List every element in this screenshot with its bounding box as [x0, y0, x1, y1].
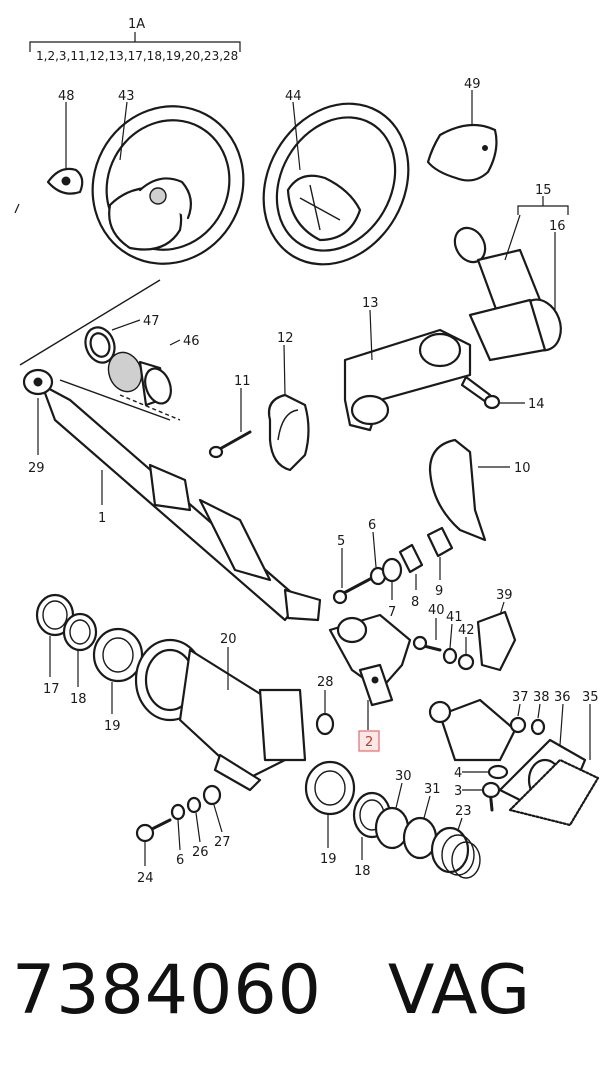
label-29: 29: [28, 461, 45, 476]
part-40-bolt: [412, 618, 442, 652]
part-2-universal-joint: [328, 613, 412, 752]
part-42-nut: [457, 637, 475, 671]
label-10: 10: [514, 461, 531, 476]
part-43-steering-wheel: [91, 101, 245, 265]
part-23-spring: [430, 817, 481, 879]
part-3-bolt: [462, 781, 501, 812]
label-30: 30: [395, 769, 412, 784]
part-38-washer: [530, 703, 546, 736]
part-24-bolt: [135, 818, 172, 866]
part-19-bearing-lower: [304, 760, 356, 848]
steering-column-exploded-diagram: 1A 1,2,3,11,12,13,17,18,19,20,23,28: [14, 17, 600, 886]
part-4-clamp-nut: [462, 764, 509, 780]
label-38: 38: [533, 690, 550, 705]
group-parts-list: 1,2,3,11,12,13,17,18,19,20,23,28: [36, 49, 238, 63]
part-9-sleeve: [426, 526, 454, 580]
label-28: 28: [317, 675, 334, 690]
brand-name: VAG: [387, 950, 532, 1030]
group-bracket-1a: 1A 1,2,3,11,12,13,17,18,19,20,23,28: [29, 17, 241, 63]
label-15: 15: [535, 183, 552, 198]
part-46-bearing: [107, 339, 181, 421]
part-7-bushing: [381, 557, 403, 600]
part-8-bushing: [398, 543, 424, 590]
label-44: 44: [285, 89, 302, 104]
label-6-lower: 6: [176, 853, 184, 868]
part-49-cover: [426, 90, 498, 182]
part-13-bracket: [343, 309, 472, 432]
label-23: 23: [455, 804, 472, 819]
label-12: 12: [277, 331, 294, 346]
part-11-screw: [208, 388, 252, 459]
label-8: 8: [411, 595, 419, 610]
part-48-horn-button: [46, 102, 84, 195]
label-42: 42: [458, 623, 475, 638]
label-37: 37: [512, 690, 529, 705]
part-10-clamp: [428, 438, 510, 542]
label-1: 1: [98, 511, 106, 526]
label-9: 9: [435, 584, 443, 599]
part-5-screw: [332, 548, 374, 605]
part-6-washer-lower: [170, 803, 186, 851]
label-11: 11: [234, 374, 251, 389]
part-27-clip: [202, 784, 223, 833]
label-27: 27: [214, 835, 231, 850]
label-19-lower: 19: [320, 852, 337, 867]
label-19: 19: [104, 719, 121, 734]
label-36: 36: [554, 690, 571, 705]
label-5: 5: [337, 534, 345, 549]
label-40: 40: [428, 603, 445, 618]
group-label: 1A: [128, 17, 145, 32]
part-14-bolt: [460, 375, 525, 410]
label-4: 4: [454, 766, 462, 781]
label-18-lower: 18: [354, 864, 371, 879]
label-16: 16: [549, 219, 566, 234]
label-46: 46: [183, 334, 200, 349]
part-20-column-housing: [134, 638, 307, 792]
label-35: 35: [582, 690, 599, 705]
part-12-clamp: [267, 344, 310, 472]
label-47: 47: [143, 314, 160, 329]
label-39: 39: [496, 588, 513, 603]
part-47-ring: [84, 319, 141, 364]
label-2-highlighted: 2: [365, 735, 373, 750]
label-17: 17: [43, 682, 60, 697]
part-19-bearing: [92, 627, 144, 714]
part-number: 7384060: [12, 950, 322, 1030]
part-17-circlip: [35, 593, 75, 677]
part-6-washer: [369, 531, 387, 586]
part-18-ring: [62, 612, 98, 687]
part-26-washer: [186, 796, 202, 843]
part-35-gasket: [508, 704, 600, 827]
label-49: 49: [464, 77, 481, 92]
part-1-steering-shaft: [19, 279, 322, 622]
part-41-washer: [442, 623, 458, 665]
label-20: 20: [220, 632, 237, 647]
part-44-steering-wheel: [262, 101, 410, 266]
lower-joint-assembly: [428, 698, 517, 762]
label-41: 41: [446, 610, 463, 625]
part-labels: 48 43 44 49 15 16 47 46 13 12 11 14 29 1…: [28, 77, 599, 886]
part-39-cover: [476, 601, 517, 672]
label-14: 14: [528, 397, 545, 412]
part-caption: 7384060 VAG: [12, 945, 592, 1035]
label-13: 13: [362, 296, 379, 311]
label-43: 43: [118, 89, 135, 104]
label-3: 3: [454, 784, 462, 799]
part-15-16-ignition-lock: [453, 196, 569, 362]
label-26: 26: [192, 845, 209, 860]
label-48: 48: [58, 89, 75, 104]
label-31: 31: [424, 782, 441, 797]
label-24: 24: [137, 871, 154, 886]
label-18: 18: [70, 692, 87, 707]
part-28-bushing: [315, 690, 335, 736]
label-7: 7: [388, 605, 396, 620]
label-6: 6: [368, 518, 376, 533]
highlight-box-part-2: [358, 730, 380, 752]
part-37-nut: [509, 703, 527, 734]
